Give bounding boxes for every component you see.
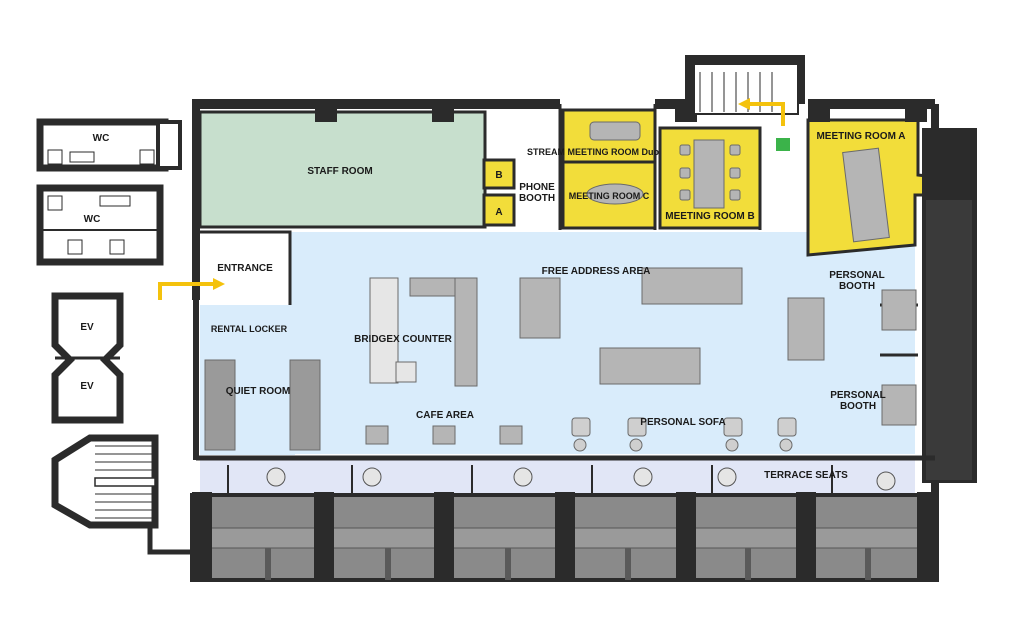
right-shaft-inner (926, 200, 972, 480)
label-personal-booth-bottom-2: BOOTH (840, 401, 876, 412)
personal-sofas (571, 417, 797, 452)
terrace-chairs (266, 467, 896, 491)
phone-booth-a (482, 193, 516, 227)
label-meeting-room-b: MEETING ROOM B (665, 211, 754, 222)
bottom-facade (190, 455, 939, 582)
label-personal-booth-top-1: PERSONAL (829, 270, 885, 281)
label-free-address-area: FREE ADDRESS AREA (542, 266, 651, 277)
label-entrance: ENTRANCE (217, 263, 273, 274)
label-personal-booth-bottom-1: PERSONAL (830, 390, 886, 401)
exit-arrow-icon (738, 98, 785, 126)
label-staff-room: STAFF ROOM (307, 166, 372, 177)
label-personal-sofa: PERSONAL SOFA (640, 417, 725, 428)
label-booth-a: A (495, 207, 502, 218)
label-quiet-room: QUIET ROOM (226, 386, 290, 397)
label-rental-locker: RENTAL LOCKER (211, 324, 288, 334)
label-cafe-area: CAFE AREA (416, 410, 474, 421)
label-terrace-seats: TERRACE SEATS (764, 470, 848, 481)
label-phone-booth-1: PHONE (519, 182, 555, 193)
label-ev-bottom: EV (80, 381, 94, 392)
label-meeting-room-c: MEETING ROOM C (569, 191, 650, 201)
phone-booth-b (482, 158, 516, 190)
staff-room-zone (198, 110, 487, 229)
label-wc-top: WC (93, 133, 110, 144)
label-booth-b: B (495, 170, 502, 181)
label-stream-meeting-room: STREAM MEETING ROOM Duo (527, 147, 659, 157)
furniture (204, 121, 917, 451)
terrace-zone (200, 460, 915, 495)
emergency-exit-icon (776, 138, 790, 151)
label-personal-booth-top-2: BOOTH (839, 281, 875, 292)
label-bridgex-counter: BRIDGEX COUNTER (354, 334, 453, 345)
left-core (36, 118, 190, 555)
entrance-arrow-icon (158, 278, 225, 300)
top-pillars (315, 104, 927, 122)
label-phone-booth-2: BOOTH (519, 193, 555, 204)
label-ev-top: EV (80, 322, 94, 333)
label-meeting-room-a: MEETING ROOM A (816, 131, 905, 142)
label-wc-bottom: WC (84, 214, 101, 225)
